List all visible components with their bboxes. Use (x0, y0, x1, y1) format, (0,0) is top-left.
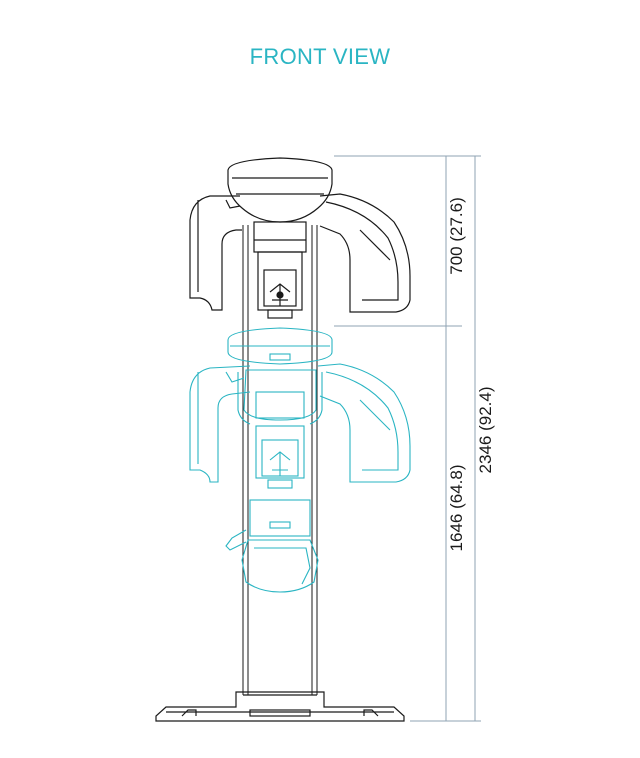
column (242, 225, 318, 695)
base (155, 691, 405, 722)
dimension-total-label: 2346 (92.4) (476, 387, 495, 474)
lowered-position (189, 327, 411, 593)
raised-position (189, 157, 411, 319)
dimension-upper-label: 700 (27.6) (447, 197, 466, 275)
dimension-lower-label: 1646 (64.8) (447, 465, 466, 552)
page-title: FRONT VIEW (249, 44, 391, 69)
dimension-lines (334, 155, 481, 722)
